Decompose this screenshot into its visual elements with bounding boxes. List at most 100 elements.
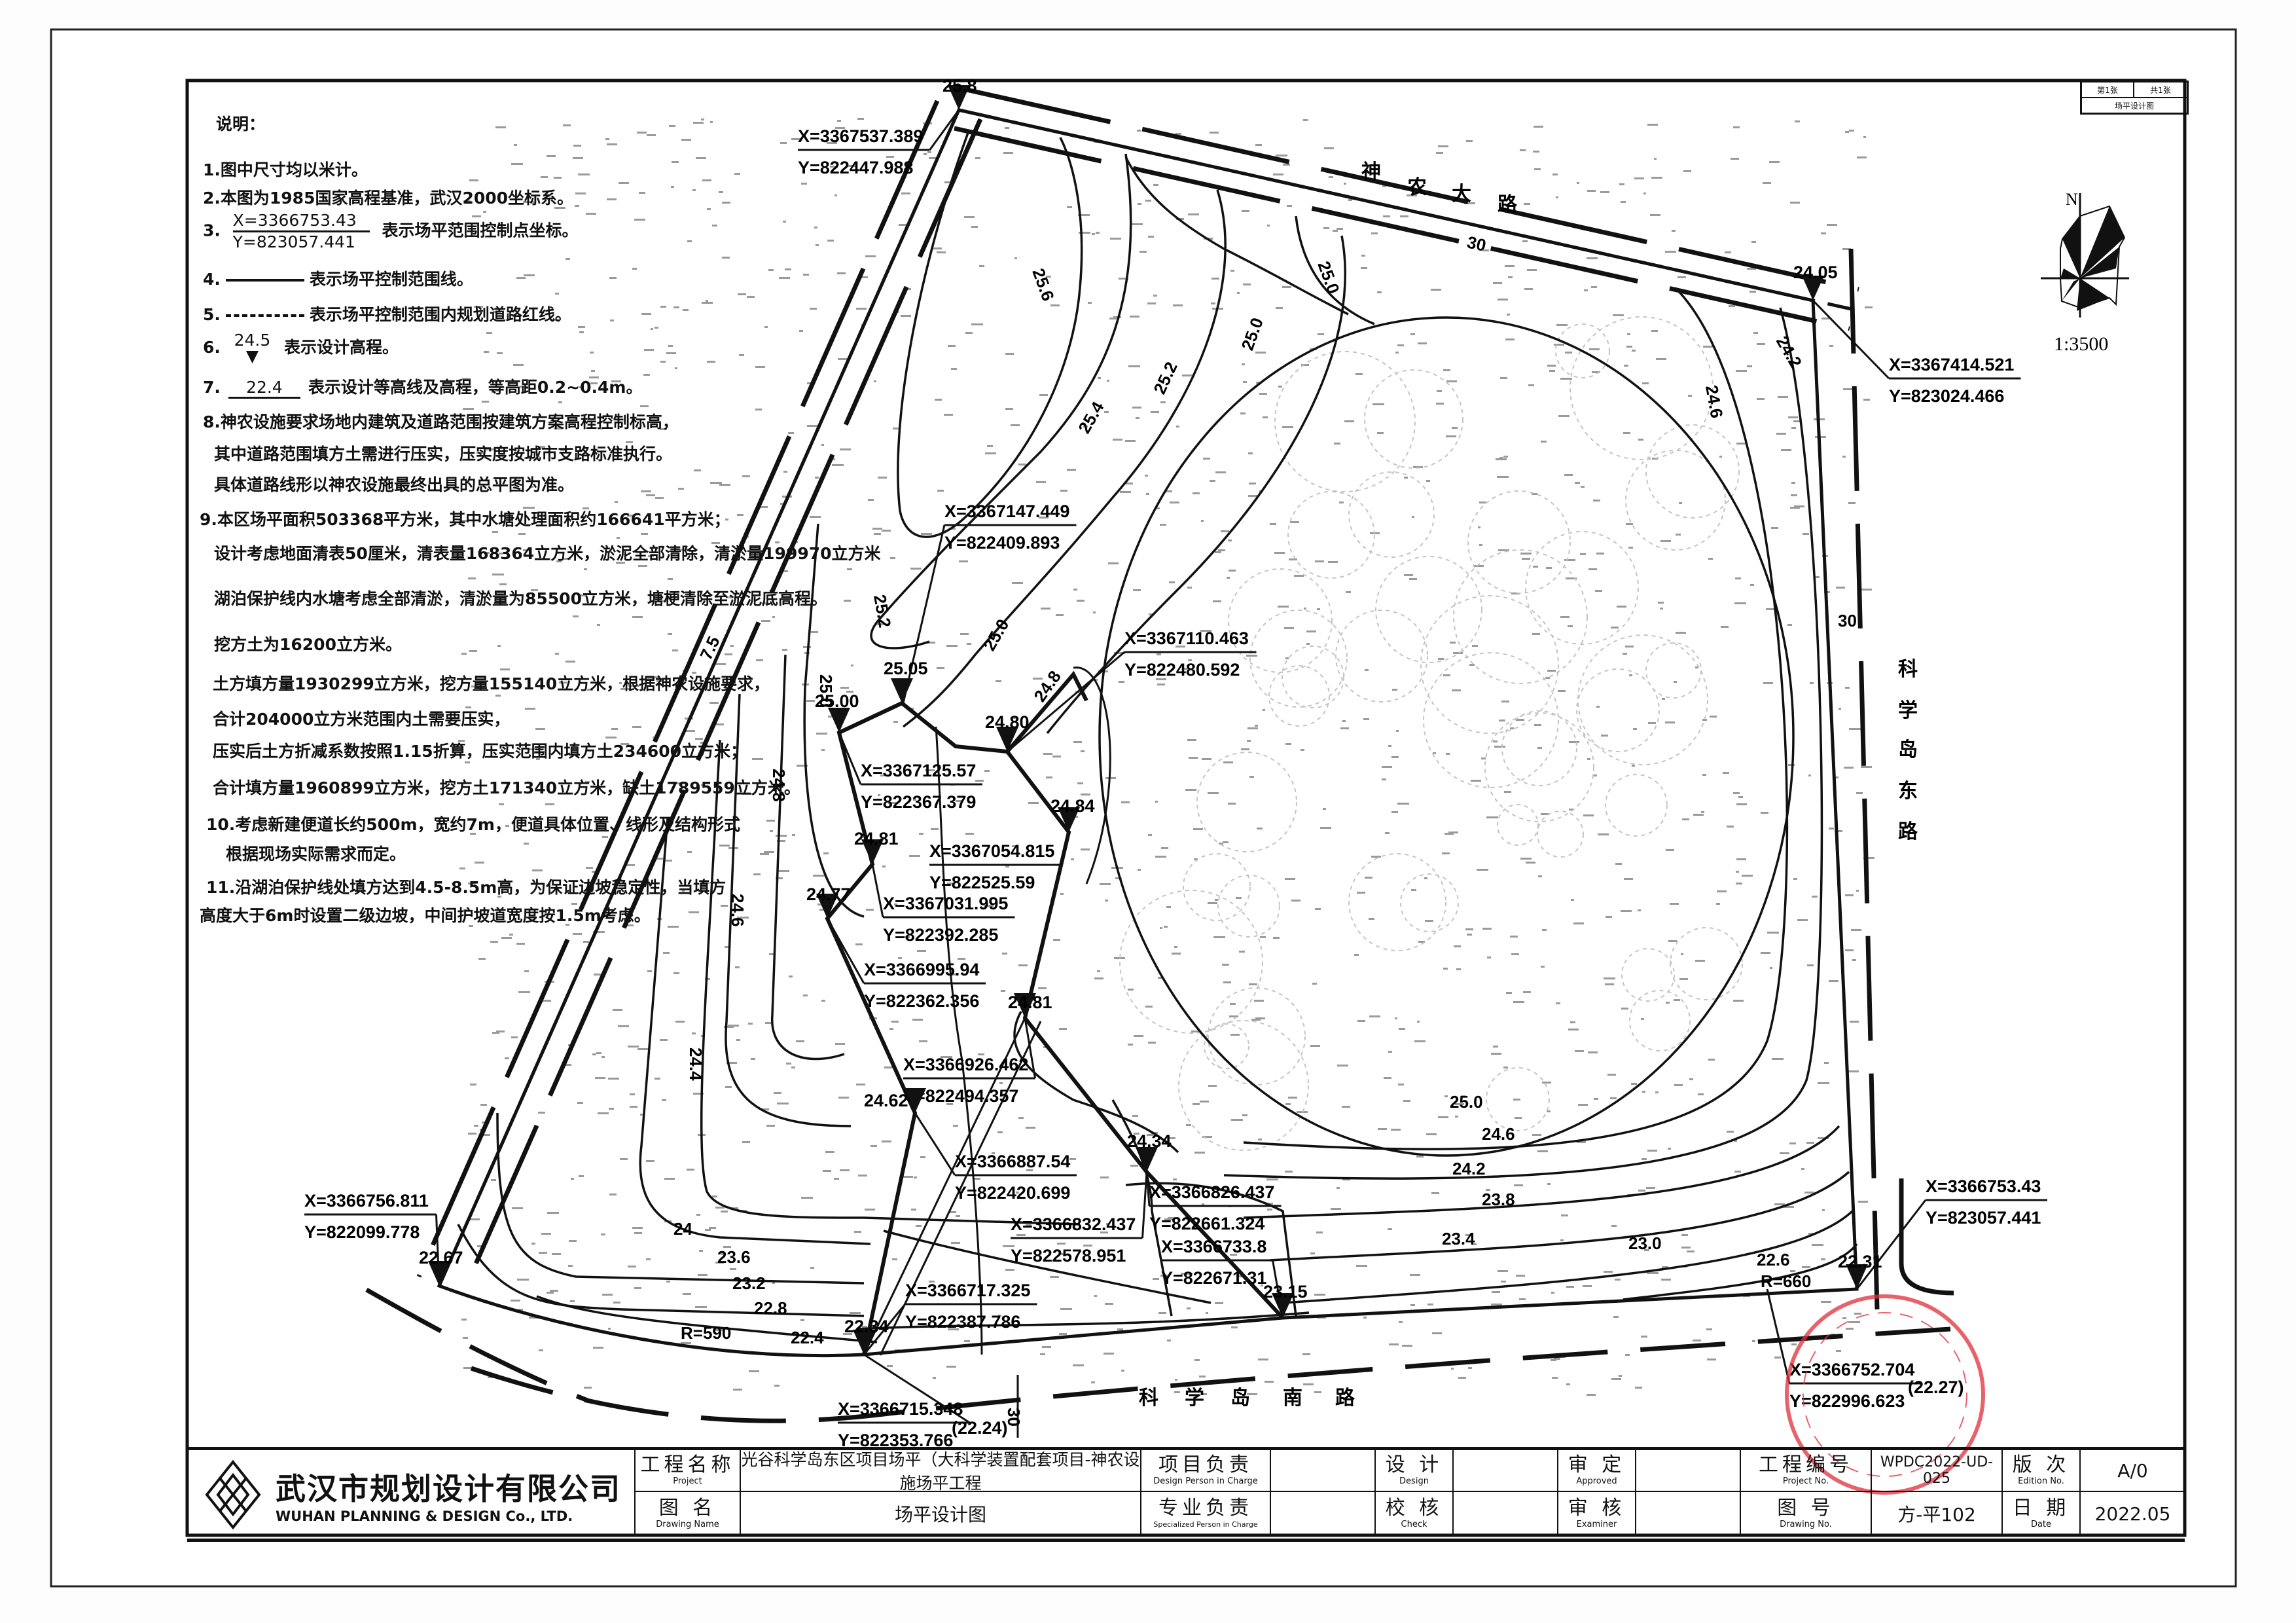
survey-point: [1237, 292, 1240, 294]
survey-point: [1769, 161, 1780, 163]
coordinate-x: X=3366752.704: [1789, 1360, 1914, 1379]
facility-platform-outline: [825, 666, 1285, 1356]
note-2: 2.本图为1985国家高程基准，武汉2000坐标系。: [203, 189, 574, 208]
dimension-label: 30: [1838, 611, 1857, 630]
survey-point: [880, 775, 884, 776]
survey-point: [725, 519, 728, 520]
survey-point: [660, 361, 666, 363]
survey-point: [1081, 848, 1090, 850]
survey-point: [916, 1225, 922, 1227]
survey-point: [575, 205, 579, 207]
survey-point: [1110, 238, 1121, 240]
survey-point: [578, 326, 585, 328]
survey-point: [1075, 691, 1082, 693]
survey-point: [1291, 900, 1300, 902]
design-elevation: 24.81: [1008, 993, 1052, 1012]
leader-line: [914, 1112, 956, 1176]
survey-point: [1160, 927, 1162, 929]
road-name-east: 岛: [1898, 739, 1918, 761]
survey-point: [1193, 492, 1200, 494]
survey-point: [719, 845, 730, 847]
survey-point: [1644, 1249, 1649, 1251]
survey-point: [1273, 937, 1280, 939]
survey-point: [1242, 1114, 1247, 1116]
contour-label: 23.6: [717, 1247, 751, 1267]
note-9-line-1: 9.本区场平面积503368平方米，其中水塘处理面积约166641平方米；: [200, 510, 730, 529]
survey-point: [742, 793, 753, 795]
survey-point: [1119, 278, 1128, 280]
survey-point: [1443, 674, 1450, 676]
survey-point: [1073, 589, 1077, 591]
survey-point: [509, 934, 513, 936]
survey-point: [1822, 1209, 1825, 1211]
design-value: [1452, 1450, 1557, 1492]
elevation-triangle-icon: [1058, 807, 1080, 832]
survey-point: [1336, 228, 1343, 230]
survey-point: [511, 1300, 520, 1302]
survey-point: [639, 192, 645, 194]
survey-feature: [1204, 1023, 1249, 1069]
survey-point: [978, 1053, 984, 1055]
survey-point: [1558, 415, 1570, 417]
survey-point: [1083, 426, 1088, 428]
survey-point: [647, 678, 655, 680]
survey-point: [1587, 758, 1590, 760]
survey-point: [590, 382, 598, 384]
survey-point: [1478, 526, 1480, 528]
contour-25-0-ring: [1098, 316, 1795, 1157]
survey-point: [814, 227, 817, 228]
survey-point: [591, 370, 595, 372]
survey-point: [529, 748, 537, 750]
survey-point: [904, 936, 910, 938]
design-elevation: 25.05: [884, 659, 928, 678]
survey-point: [1018, 464, 1026, 465]
survey-point: [1772, 1058, 1784, 1060]
coordinate-y: Y=822525.59: [929, 873, 1035, 892]
survey-point: [547, 1212, 559, 1214]
survey-point: [1391, 1129, 1401, 1131]
survey-point: [687, 851, 692, 853]
survey-point: [947, 883, 956, 884]
road-name-east: 学: [1898, 699, 1918, 722]
survey-point: [1511, 593, 1520, 594]
survey-point: [1003, 1245, 1014, 1247]
survey-point: [701, 784, 704, 786]
survey-point: [1719, 456, 1722, 458]
survey-point: [1256, 382, 1260, 384]
survey-point: [1566, 1383, 1570, 1385]
survey-point: [1784, 1206, 1794, 1208]
survey-point: [1537, 1150, 1548, 1152]
survey-point: [702, 179, 711, 181]
survey-point: [1552, 173, 1558, 175]
notes-heading: 说明：: [216, 115, 266, 134]
survey-point: [1249, 776, 1254, 778]
survey-point: [1856, 890, 1859, 892]
survey-point: [1263, 709, 1265, 711]
survey-point: [924, 642, 935, 644]
survey-point: [1503, 1067, 1508, 1068]
survey-point: [547, 155, 556, 157]
survey-point: [637, 132, 647, 134]
survey-point: [1317, 608, 1320, 610]
survey-point: [539, 1349, 543, 1351]
survey-point: [783, 471, 787, 473]
survey-point: [1181, 1273, 1193, 1275]
survey-point: [547, 1292, 554, 1294]
survey-point: [710, 121, 713, 123]
note-5: 5.表示场平控制范围内规划道路红线。: [203, 302, 571, 325]
survey-point: [1570, 1021, 1575, 1023]
survey-point: [1001, 990, 1005, 992]
survey-point: [1079, 232, 1090, 234]
survey-point: [1693, 1340, 1701, 1341]
survey-point: [1623, 432, 1630, 434]
survey-point: [655, 858, 663, 860]
survey-point: [1028, 802, 1039, 804]
survey-point: [1634, 177, 1644, 179]
approved-label-en: Approved: [1576, 1476, 1617, 1486]
contour-label: 24: [673, 1219, 692, 1239]
survey-point: [1173, 304, 1183, 306]
survey-point: [1528, 384, 1534, 386]
survey-point: [1436, 403, 1444, 405]
survey-point: [1717, 890, 1727, 892]
survey-point: [646, 1258, 651, 1260]
